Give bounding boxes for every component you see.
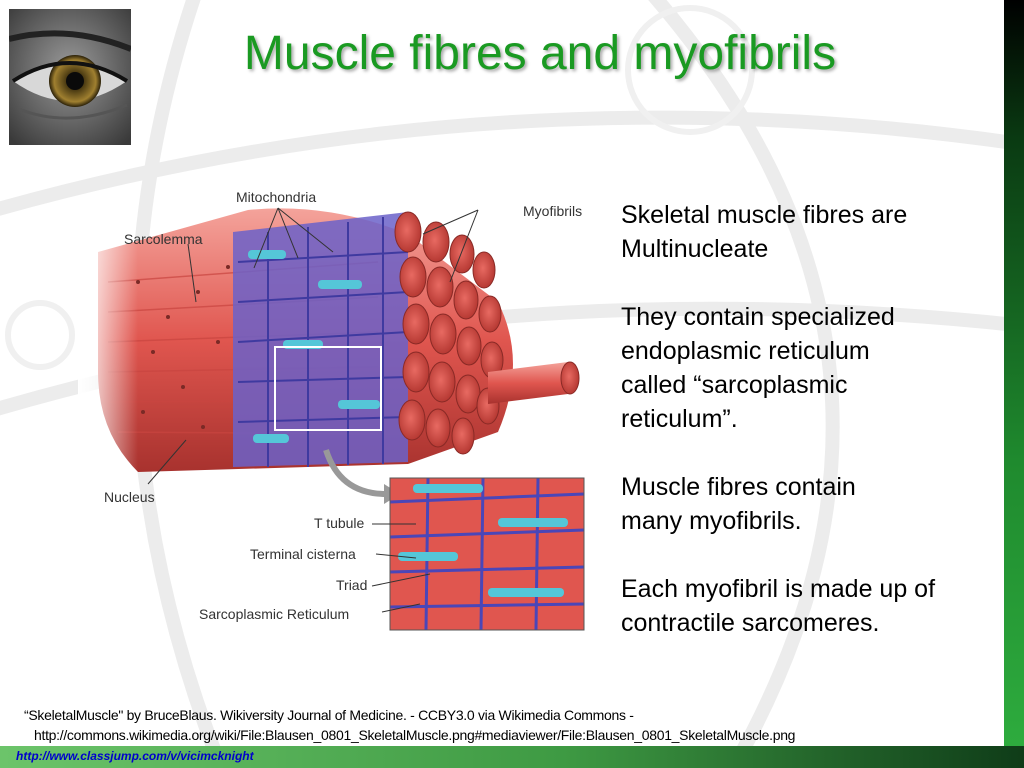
label-t-tubule: T tubule [314,515,365,531]
label-triad: Triad [336,577,367,593]
label-sarcoplasmic-reticulum: Sarcoplasmic Reticulum [199,606,349,622]
label-nucleus: Nucleus [104,489,155,505]
body-text: Skeletal muscle fibres are Multinucleate… [621,198,1001,674]
label-terminal-cisterna: Terminal cisterna [250,546,356,562]
label-mitochondria: Mitochondria [236,189,316,205]
paragraph-myofibrils: Muscle fibres contain many myofibrils. [621,473,856,535]
image-credit: “SkeletalMuscle" by BruceBlaus. Wikivers… [24,705,924,745]
footer-link[interactable]: http://www.classjump.com/v/vicimcknight [16,749,254,763]
right-accent-bar [1004,0,1024,768]
paragraph-sarcomeres: Each myofibril is made up of contractile… [621,575,936,637]
eye-photo [9,9,131,145]
bottom-accent-bar [0,746,1024,768]
skeletal-muscle-diagram: Mitochondria Myofibrils Sarcolemma Nucle… [78,189,585,631]
paragraph-sarcoplasmic-reticulum: They contain specialized endoplasmic ret… [621,303,895,433]
label-myofibrils: Myofibrils [523,203,582,219]
paragraph-multinucleate: Skeletal muscle fibres are Multinucleate [621,201,908,263]
credit-line-2[interactable]: http://commons.wikimedia.org/wiki/File:B… [34,727,796,743]
label-sarcolemma: Sarcolemma [124,231,203,247]
credit-line-1: “SkeletalMuscle" by BruceBlaus. Wikivers… [24,707,634,723]
slide-title: Muscle fibres and myofibrils [243,27,837,80]
